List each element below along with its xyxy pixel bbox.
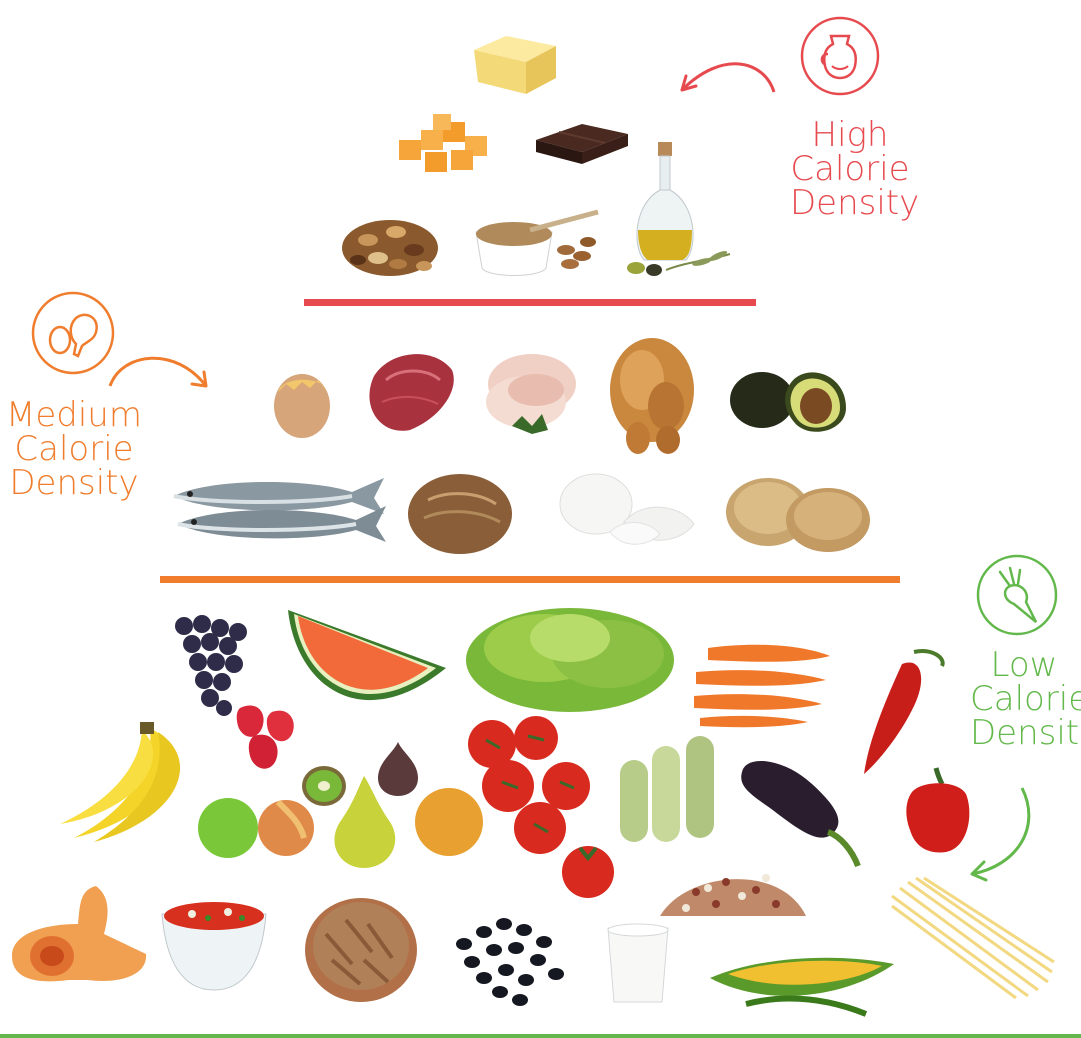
food-bananas (54, 720, 198, 844)
bottom-border (0, 1034, 1081, 1038)
food-mixed-beans (656, 852, 810, 922)
medium-label-line-3: Density (6, 466, 142, 500)
food-zucchini (614, 734, 720, 846)
chicken-egg-icon (28, 288, 118, 378)
medium-arrow (106, 346, 216, 396)
food-avocado (728, 362, 852, 442)
food-pear (328, 768, 402, 872)
low-icon-badge (974, 552, 1060, 638)
low-label-line-3: Density (970, 716, 1078, 750)
food-carrots (690, 634, 832, 728)
food-glass-of-milk (604, 922, 672, 1006)
high-calorie-label: High Calorie Density (790, 118, 910, 220)
medium-label-line-1: Medium (6, 398, 142, 432)
pitcher-icon (798, 14, 882, 98)
high-icon-badge (798, 14, 882, 98)
food-spaghetti (888, 876, 1056, 1000)
food-black-beans (444, 904, 572, 1008)
food-sliced-ham (482, 346, 582, 444)
low-calorie-label: Low Calorie Density (970, 648, 1078, 750)
medium-label-line-2: Calorie (6, 432, 142, 466)
carrot-icon (974, 552, 1060, 638)
high-arrow (672, 50, 782, 100)
food-strawberries (232, 698, 300, 774)
high-label-line-3: Density (790, 186, 910, 220)
low-arrow (964, 784, 1044, 884)
food-bread-loaf (404, 470, 516, 556)
food-nut-butter (470, 206, 606, 282)
food-watermelon (282, 606, 452, 736)
high-label-line-1: High (790, 118, 910, 152)
food-red-pepper (902, 764, 974, 856)
food-roast-chicken (602, 326, 702, 458)
medium-calorie-label: Medium Calorie Density (6, 398, 142, 500)
food-corn (706, 934, 898, 1022)
food-mixed-nuts (338, 206, 442, 280)
medium-icon-badge (28, 288, 118, 378)
low-label-line-1: Low (970, 648, 1078, 682)
food-cheese-cubes (395, 112, 501, 178)
food-olive-oil (622, 142, 732, 278)
food-fish (170, 474, 388, 548)
low-label-line-2: Calorie (970, 682, 1078, 716)
food-egg (270, 362, 334, 440)
food-dark-chocolate (532, 118, 632, 168)
food-salsa (158, 894, 270, 994)
food-mozzarella (556, 470, 698, 552)
food-orange (412, 786, 486, 858)
food-chili-pepper (858, 646, 948, 778)
food-small-tomato (558, 838, 620, 900)
food-butternut-squash (8, 884, 148, 988)
food-apples (196, 782, 316, 862)
food-butter (468, 32, 560, 98)
high-tier-divider (304, 299, 756, 306)
medium-tier-divider (160, 576, 900, 583)
food-lettuce (462, 598, 678, 716)
food-english-muffins (724, 474, 874, 554)
food-beef-steak (360, 346, 460, 438)
high-label-line-2: Calorie (790, 152, 910, 186)
food-whole-wheat-penne (302, 894, 420, 1004)
